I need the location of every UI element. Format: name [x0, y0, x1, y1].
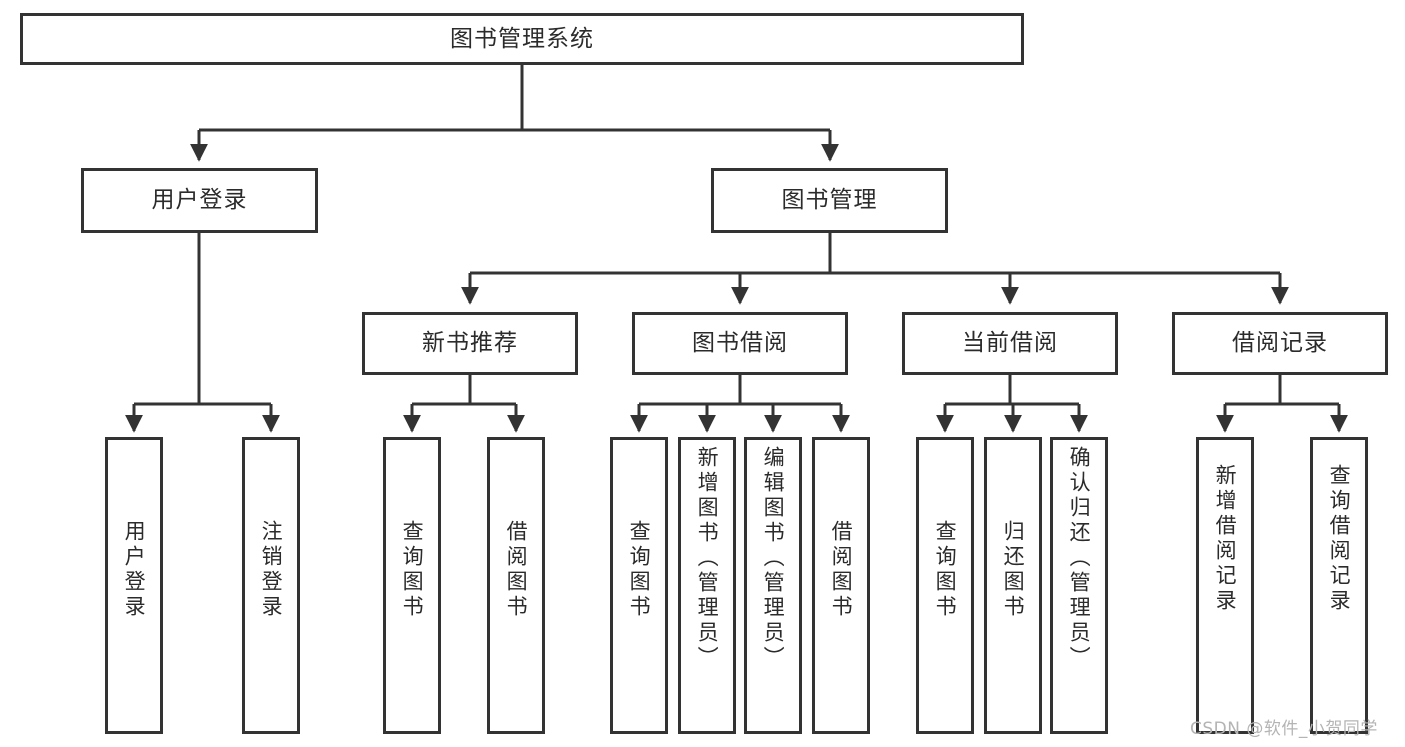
- node-label: 新增借阅记录: [1213, 464, 1238, 614]
- node-label: 当前借阅: [962, 330, 1058, 356]
- node-new-book-recommend[interactable]: 新书推荐: [362, 312, 578, 375]
- node-label: 查询借阅记录: [1327, 464, 1352, 614]
- node-user-login[interactable]: 用户登录: [81, 168, 318, 233]
- node-label: 新书推荐: [422, 330, 518, 356]
- leaf-confirm-return-admin[interactable]: 确认归还（管理员）: [1050, 437, 1108, 734]
- node-label: 借阅图书: [829, 520, 854, 620]
- node-label: 编辑图书（管理员）: [761, 446, 786, 671]
- node-label: 查询图书: [627, 520, 652, 620]
- node-label: 借阅记录: [1232, 330, 1328, 356]
- leaf-add-borrow-record[interactable]: 新增借阅记录: [1196, 437, 1254, 734]
- leaf-borrow-query-book[interactable]: 查询图书: [610, 437, 668, 734]
- node-book-management[interactable]: 图书管理: [711, 168, 948, 233]
- leaf-add-book-admin[interactable]: 新增图书（管理员）: [678, 437, 736, 734]
- leaf-logout[interactable]: 注销登录: [242, 437, 300, 734]
- leaf-user-login[interactable]: 用户登录: [105, 437, 163, 734]
- node-label: 借阅图书: [504, 520, 529, 620]
- node-label: 注销登录: [259, 520, 284, 620]
- leaf-borrow-book[interactable]: 借阅图书: [812, 437, 870, 734]
- leaf-current-query-book[interactable]: 查询图书: [916, 437, 974, 734]
- leaf-return-book[interactable]: 归还图书: [984, 437, 1042, 734]
- node-label: 图书管理系统: [450, 25, 594, 52]
- node-label: 确认归还（管理员）: [1067, 446, 1092, 671]
- node-label: 查询图书: [400, 520, 425, 620]
- leaf-new-book-borrow[interactable]: 借阅图书: [487, 437, 545, 734]
- node-label: 归还图书: [1001, 520, 1026, 620]
- node-root-system[interactable]: 图书管理系统: [20, 13, 1024, 65]
- node-label: 新增图书（管理员）: [695, 446, 720, 671]
- node-book-borrow[interactable]: 图书借阅: [632, 312, 848, 375]
- node-label: 查询图书: [933, 520, 958, 620]
- node-label: 图书借阅: [692, 330, 788, 356]
- node-borrow-record[interactable]: 借阅记录: [1172, 312, 1388, 375]
- leaf-edit-book-admin[interactable]: 编辑图书（管理员）: [744, 437, 802, 734]
- leaf-query-borrow-record[interactable]: 查询借阅记录: [1310, 437, 1368, 734]
- leaf-new-book-query[interactable]: 查询图书: [383, 437, 441, 734]
- node-label: 图书管理: [781, 187, 878, 213]
- watermark-text: CSDN @软件_小贺同学: [1190, 719, 1378, 739]
- node-current-borrow[interactable]: 当前借阅: [902, 312, 1118, 375]
- node-label: 用户登录: [122, 520, 147, 620]
- node-label: 用户登录: [151, 187, 248, 213]
